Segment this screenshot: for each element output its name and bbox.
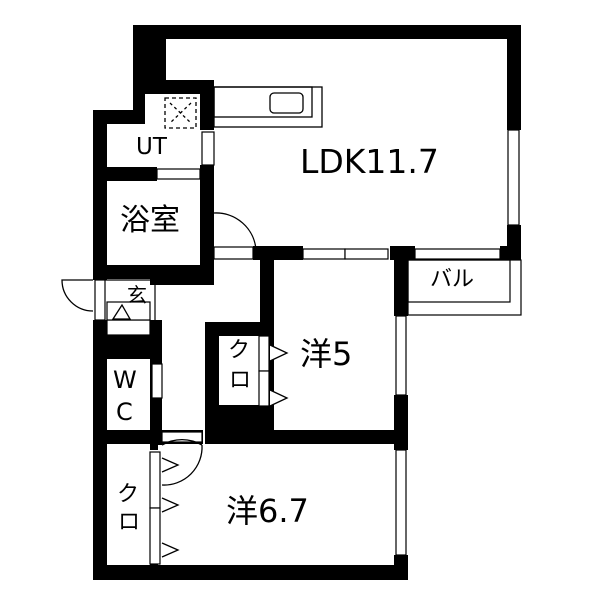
room-label-ut: UT — [136, 134, 167, 160]
room-label-western2: 洋6.7 — [226, 492, 309, 530]
room-label-closet1-top: ク — [228, 338, 251, 363]
room-label-balcony: バル — [430, 267, 475, 292]
room-label-entrance: 玄 — [127, 283, 147, 307]
room-label-closet2-top: ク — [117, 482, 140, 507]
room-label-western1: 洋5 — [300, 335, 353, 373]
room-label-wc-bottom: C — [116, 398, 133, 426]
room-label-closet1-bottom: ロ — [229, 368, 252, 393]
room-label-ldk: LDK11.7 — [300, 142, 439, 181]
room-label-closet2-bottom: ロ — [118, 510, 141, 535]
room-label-bath: 浴室 — [120, 203, 180, 238]
room-label-wc-top: W — [113, 366, 137, 394]
